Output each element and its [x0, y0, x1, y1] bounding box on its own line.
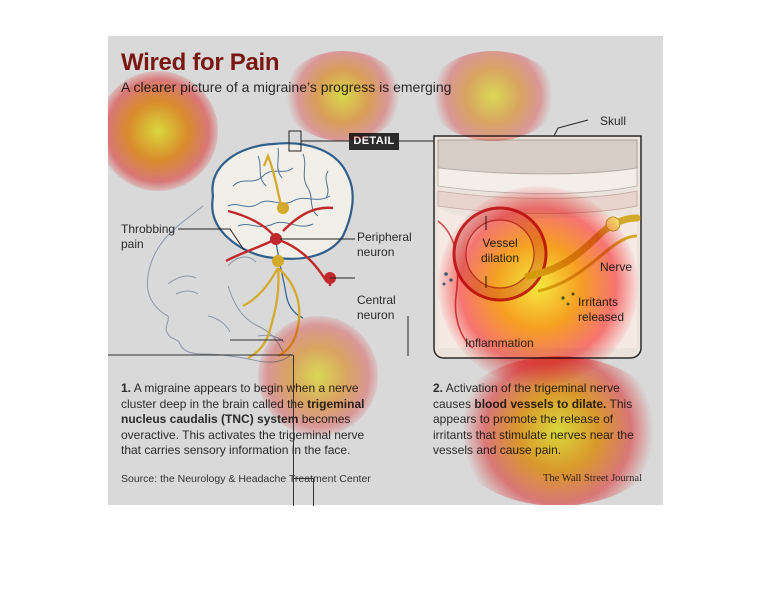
- step-2-bold: blood vessels to dilate.: [474, 396, 607, 411]
- label-peripheral-line1: Peripheral: [357, 230, 412, 244]
- label-irritants-released: Irritants released: [578, 295, 624, 325]
- title: Wired for Pain: [121, 49, 280, 76]
- external-line: [293, 478, 313, 479]
- brain: [211, 142, 354, 319]
- step-2-number: 2.: [433, 381, 444, 395]
- external-line: [293, 504, 294, 506]
- external-line: [293, 355, 294, 505]
- peripheral-neuron-node: [270, 233, 282, 245]
- external-line: [313, 478, 314, 506]
- label-throbbing-line1: Throbbing: [121, 222, 176, 236]
- step-2-text: 2. Activation of the trigeminal nerve ca…: [433, 381, 643, 459]
- label-vessel-dilation: Vessel dilation: [481, 236, 519, 266]
- label-central-line2: neuron: [357, 308, 395, 322]
- label-central-neuron: Central neuron: [357, 293, 396, 323]
- label-throbbing-line2: pain: [121, 237, 144, 251]
- step-1-number: 1.: [121, 381, 132, 395]
- label-vessel-line2: dilation: [481, 251, 520, 265]
- label-central-line1: Central: [357, 293, 396, 307]
- label-nerve: Nerve: [600, 260, 633, 274]
- label-inflammation: Inflammation: [465, 336, 534, 350]
- credit: The Wall Street Journal: [543, 473, 642, 484]
- nerve-node-lower: [272, 255, 284, 267]
- infographic-panel: Wired for Pain A clearer picture of a mi…: [108, 36, 663, 505]
- subtitle: A clearer picture of a migraine’s progre…: [121, 79, 452, 95]
- label-peripheral-line2: neuron: [357, 245, 395, 259]
- label-throbbing-pain: Throbbing pain: [121, 222, 175, 252]
- detail-tag: DETAIL: [349, 133, 399, 150]
- label-peripheral-neuron: Peripheral neuron: [357, 230, 412, 260]
- step-1-text: 1. A migraine appears to begin when a ne…: [121, 381, 383, 459]
- source-note: Source: the Neurology & Headache Treatme…: [121, 473, 371, 485]
- label-skull: Skull: [600, 114, 627, 128]
- label-irritants-line1: Irritants: [578, 295, 619, 309]
- label-irritants-line2: released: [578, 310, 625, 324]
- nerve-node: [277, 202, 289, 214]
- label-vessel-line1: Vessel: [482, 236, 518, 250]
